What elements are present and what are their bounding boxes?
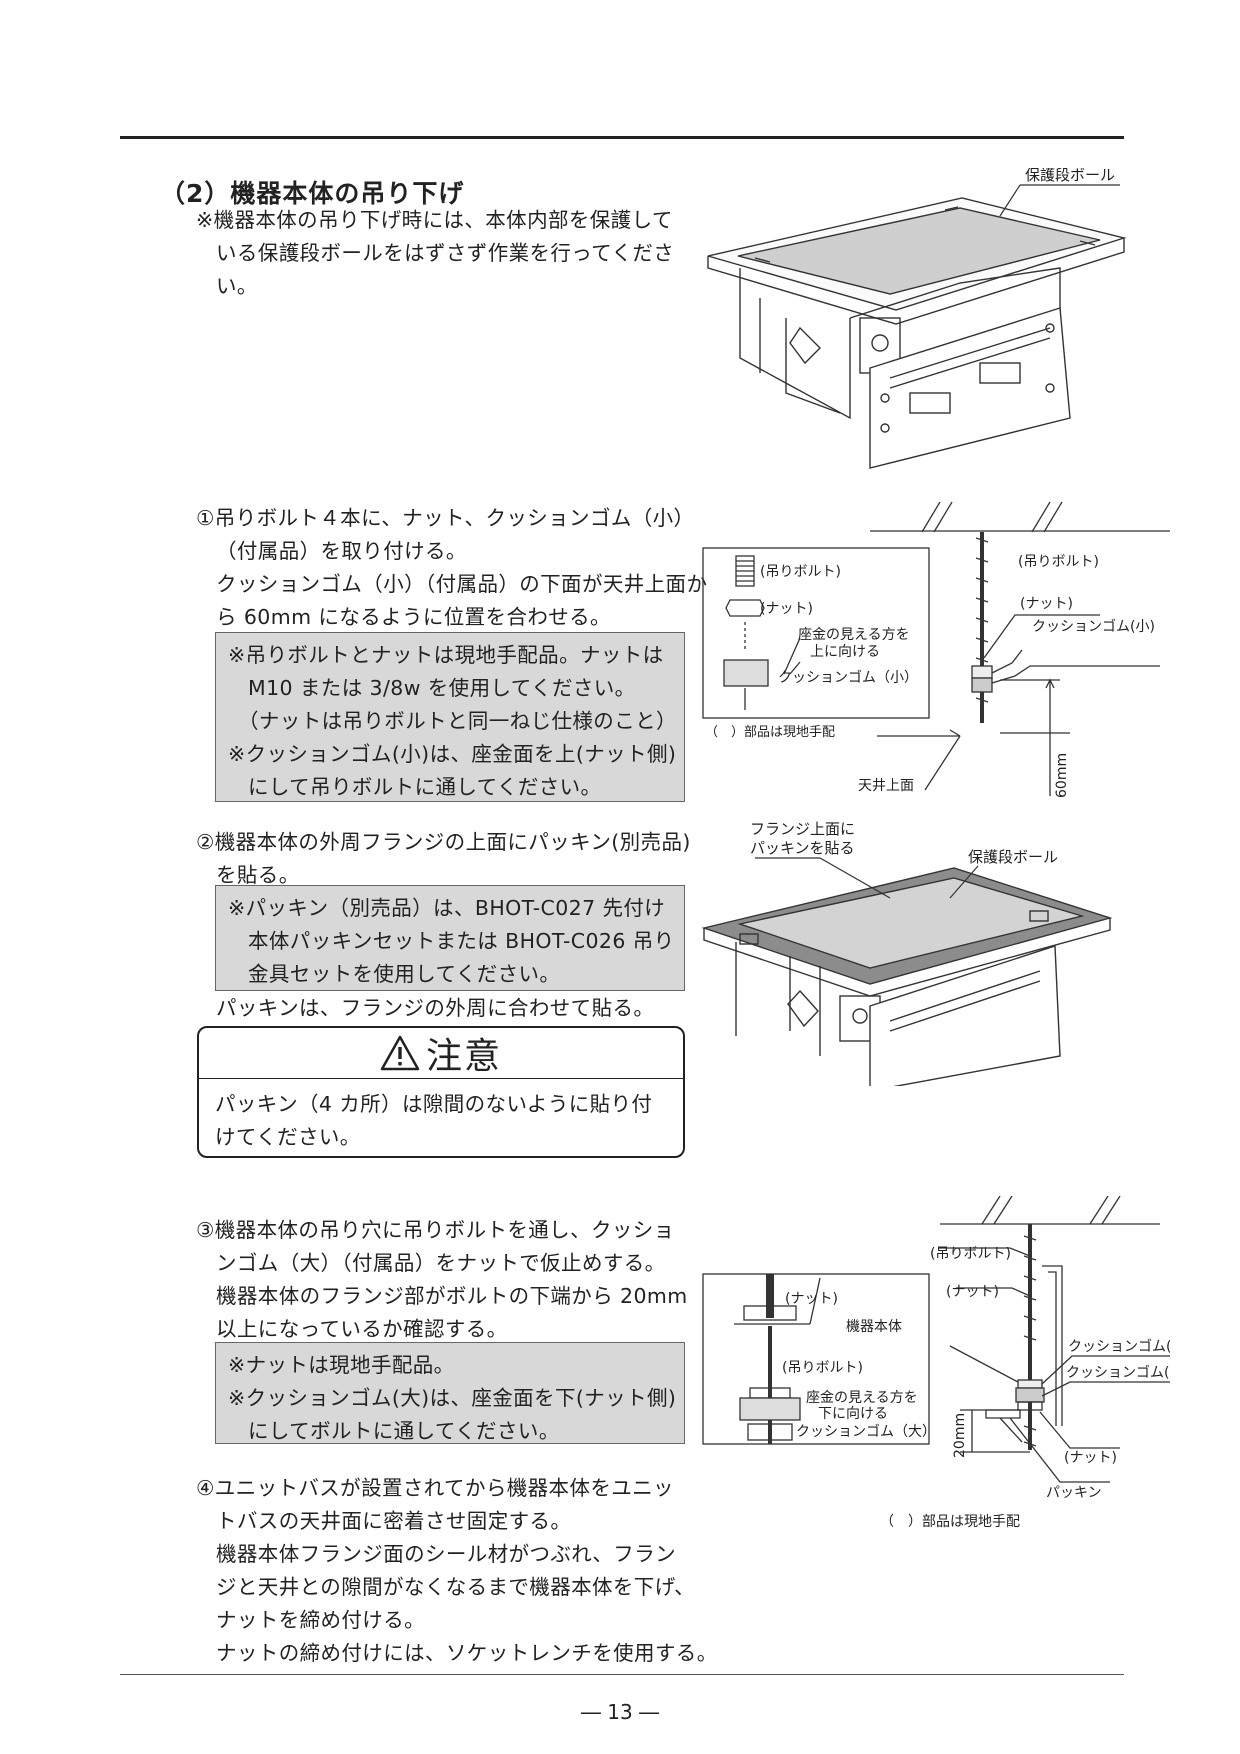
step2-text: ②機器本体の外周フランジの上面にパッキン(別売品) を貼る。 — [196, 830, 691, 887]
step1-note-box: ※吊りボルトとナットは現地手配品。ナットは M10 または 3/8w を使用して… — [215, 632, 685, 802]
svg-text:座金の見える方を: 座金の見える方を — [798, 627, 910, 643]
svg-text:クッションゴム(小): クッションゴム(小) — [1032, 618, 1155, 635]
svg-text:クッションゴム(小): クッションゴム(小) — [1068, 1338, 1170, 1355]
caution-header: 注意 — [199, 1028, 683, 1079]
warning-icon — [380, 1035, 420, 1071]
svg-text:(吊りボルト): (吊りボルト) — [760, 564, 841, 580]
svg-text:保護段ボール: 保護段ボール — [968, 848, 1058, 866]
svg-text:(ナット): (ナット) — [760, 601, 813, 617]
svg-text:(吊りボルト): (吊りボルト) — [930, 1246, 1011, 1262]
svg-text:(ナット): (ナット) — [785, 1291, 838, 1307]
svg-text:クッションゴム(大): クッションゴム(大) — [1066, 1364, 1170, 1381]
caution-title: 注意 — [425, 1036, 502, 1077]
svg-text:座金の見える方を: 座金の見える方を — [806, 1390, 918, 1406]
bolt-detail-figure: (吊りボルト) (ナット) 座金の見える方を 上に向ける クッションゴム（小） … — [702, 501, 1170, 798]
svg-text:(ナット): (ナット) — [946, 1284, 999, 1300]
svg-text:（ ）部品は現地手配: （ ）部品は現地手配 — [705, 725, 835, 740]
header-rule — [120, 136, 1124, 139]
step4-text: ④ユニットバスが設置されてから機器本体をユニッ トバスの天井面に密着させ固定する… — [196, 1476, 718, 1665]
svg-text:(ナット): (ナット) — [1020, 596, 1073, 612]
section-note: ※機器本体の吊り下げ時には、本体内部を保護して いる保護段ボールをはずさず作業を… — [196, 208, 675, 298]
svg-text:（ ）部品は現地手配: （ ）部品は現地手配 — [880, 1514, 1020, 1530]
svg-text:上に向ける: 上に向ける — [810, 644, 880, 660]
step1-text: ①吊りボルト４本に、ナット、クッションゴム（小） （付属品）を取り付ける。 クッ… — [196, 506, 708, 629]
body-install-figure: (ナット) 機器本体 (吊りボルト) 座金の見える方を 下に向ける クッションゴ… — [702, 1196, 1170, 1530]
svg-text:フランジ上面に: フランジ上面に — [750, 820, 855, 838]
svg-text:下に向ける: 下に向ける — [818, 1406, 888, 1422]
footer-rule — [120, 1674, 1124, 1675]
svg-text:クッションゴム（小）: クッションゴム（小） — [778, 669, 918, 686]
unit-with-cardboard-figure: 保護段ボール — [707, 168, 1127, 469]
svg-text:パッキン: パッキン — [1046, 1485, 1102, 1501]
section-title: （2）機器本体の吊り下げ — [160, 179, 465, 208]
svg-text:60mm: 60mm — [1054, 753, 1070, 798]
svg-text:天井上面: 天井上面 — [858, 778, 914, 794]
svg-text:(吊りボルト): (吊りボルト) — [1018, 554, 1099, 570]
step3-note-box: ※ナットは現地手配品。 ※クッションゴム(大)は、座金面を下(ナット側) にして… — [215, 1342, 685, 1444]
step2-note-box: ※パッキン（別売品）は、BHOT-C027 先付け 本体パッキンセットまたは B… — [215, 885, 685, 991]
svg-text:機器本体: 機器本体 — [846, 1319, 902, 1335]
svg-text:クッションゴム（大）: クッションゴム（大） — [796, 1423, 936, 1440]
fig1-cardboard-label: 保護段ボール — [1025, 168, 1115, 184]
svg-text:(吊りボルト): (吊りボルト) — [782, 1360, 863, 1376]
caution-text: パッキン（4 カ所）は隙間のないように貼り付 けてください。 — [215, 1092, 653, 1149]
svg-text:パッキンを貼る: パッキンを貼る — [750, 839, 855, 857]
page-number: ― 13 ― — [580, 1700, 660, 1724]
flange-packing-figure: フランジ上面に パッキンを貼る 保護段ボール — [701, 820, 1113, 1086]
caution-box: 注意 パッキン（4 カ所）は隙間のないように貼り付 けてください。 — [197, 1026, 685, 1158]
svg-text:20mm: 20mm — [952, 1413, 968, 1458]
step2-after-text: パッキンは、フランジの外周に合わせて貼る。 — [216, 996, 655, 1020]
svg-text:(ナット): (ナット) — [1064, 1450, 1117, 1466]
step3-text: ③機器本体の吊り穴に吊りボルトを通し、クッショ ンゴム（大）（付属品）をナットで… — [196, 1218, 688, 1341]
